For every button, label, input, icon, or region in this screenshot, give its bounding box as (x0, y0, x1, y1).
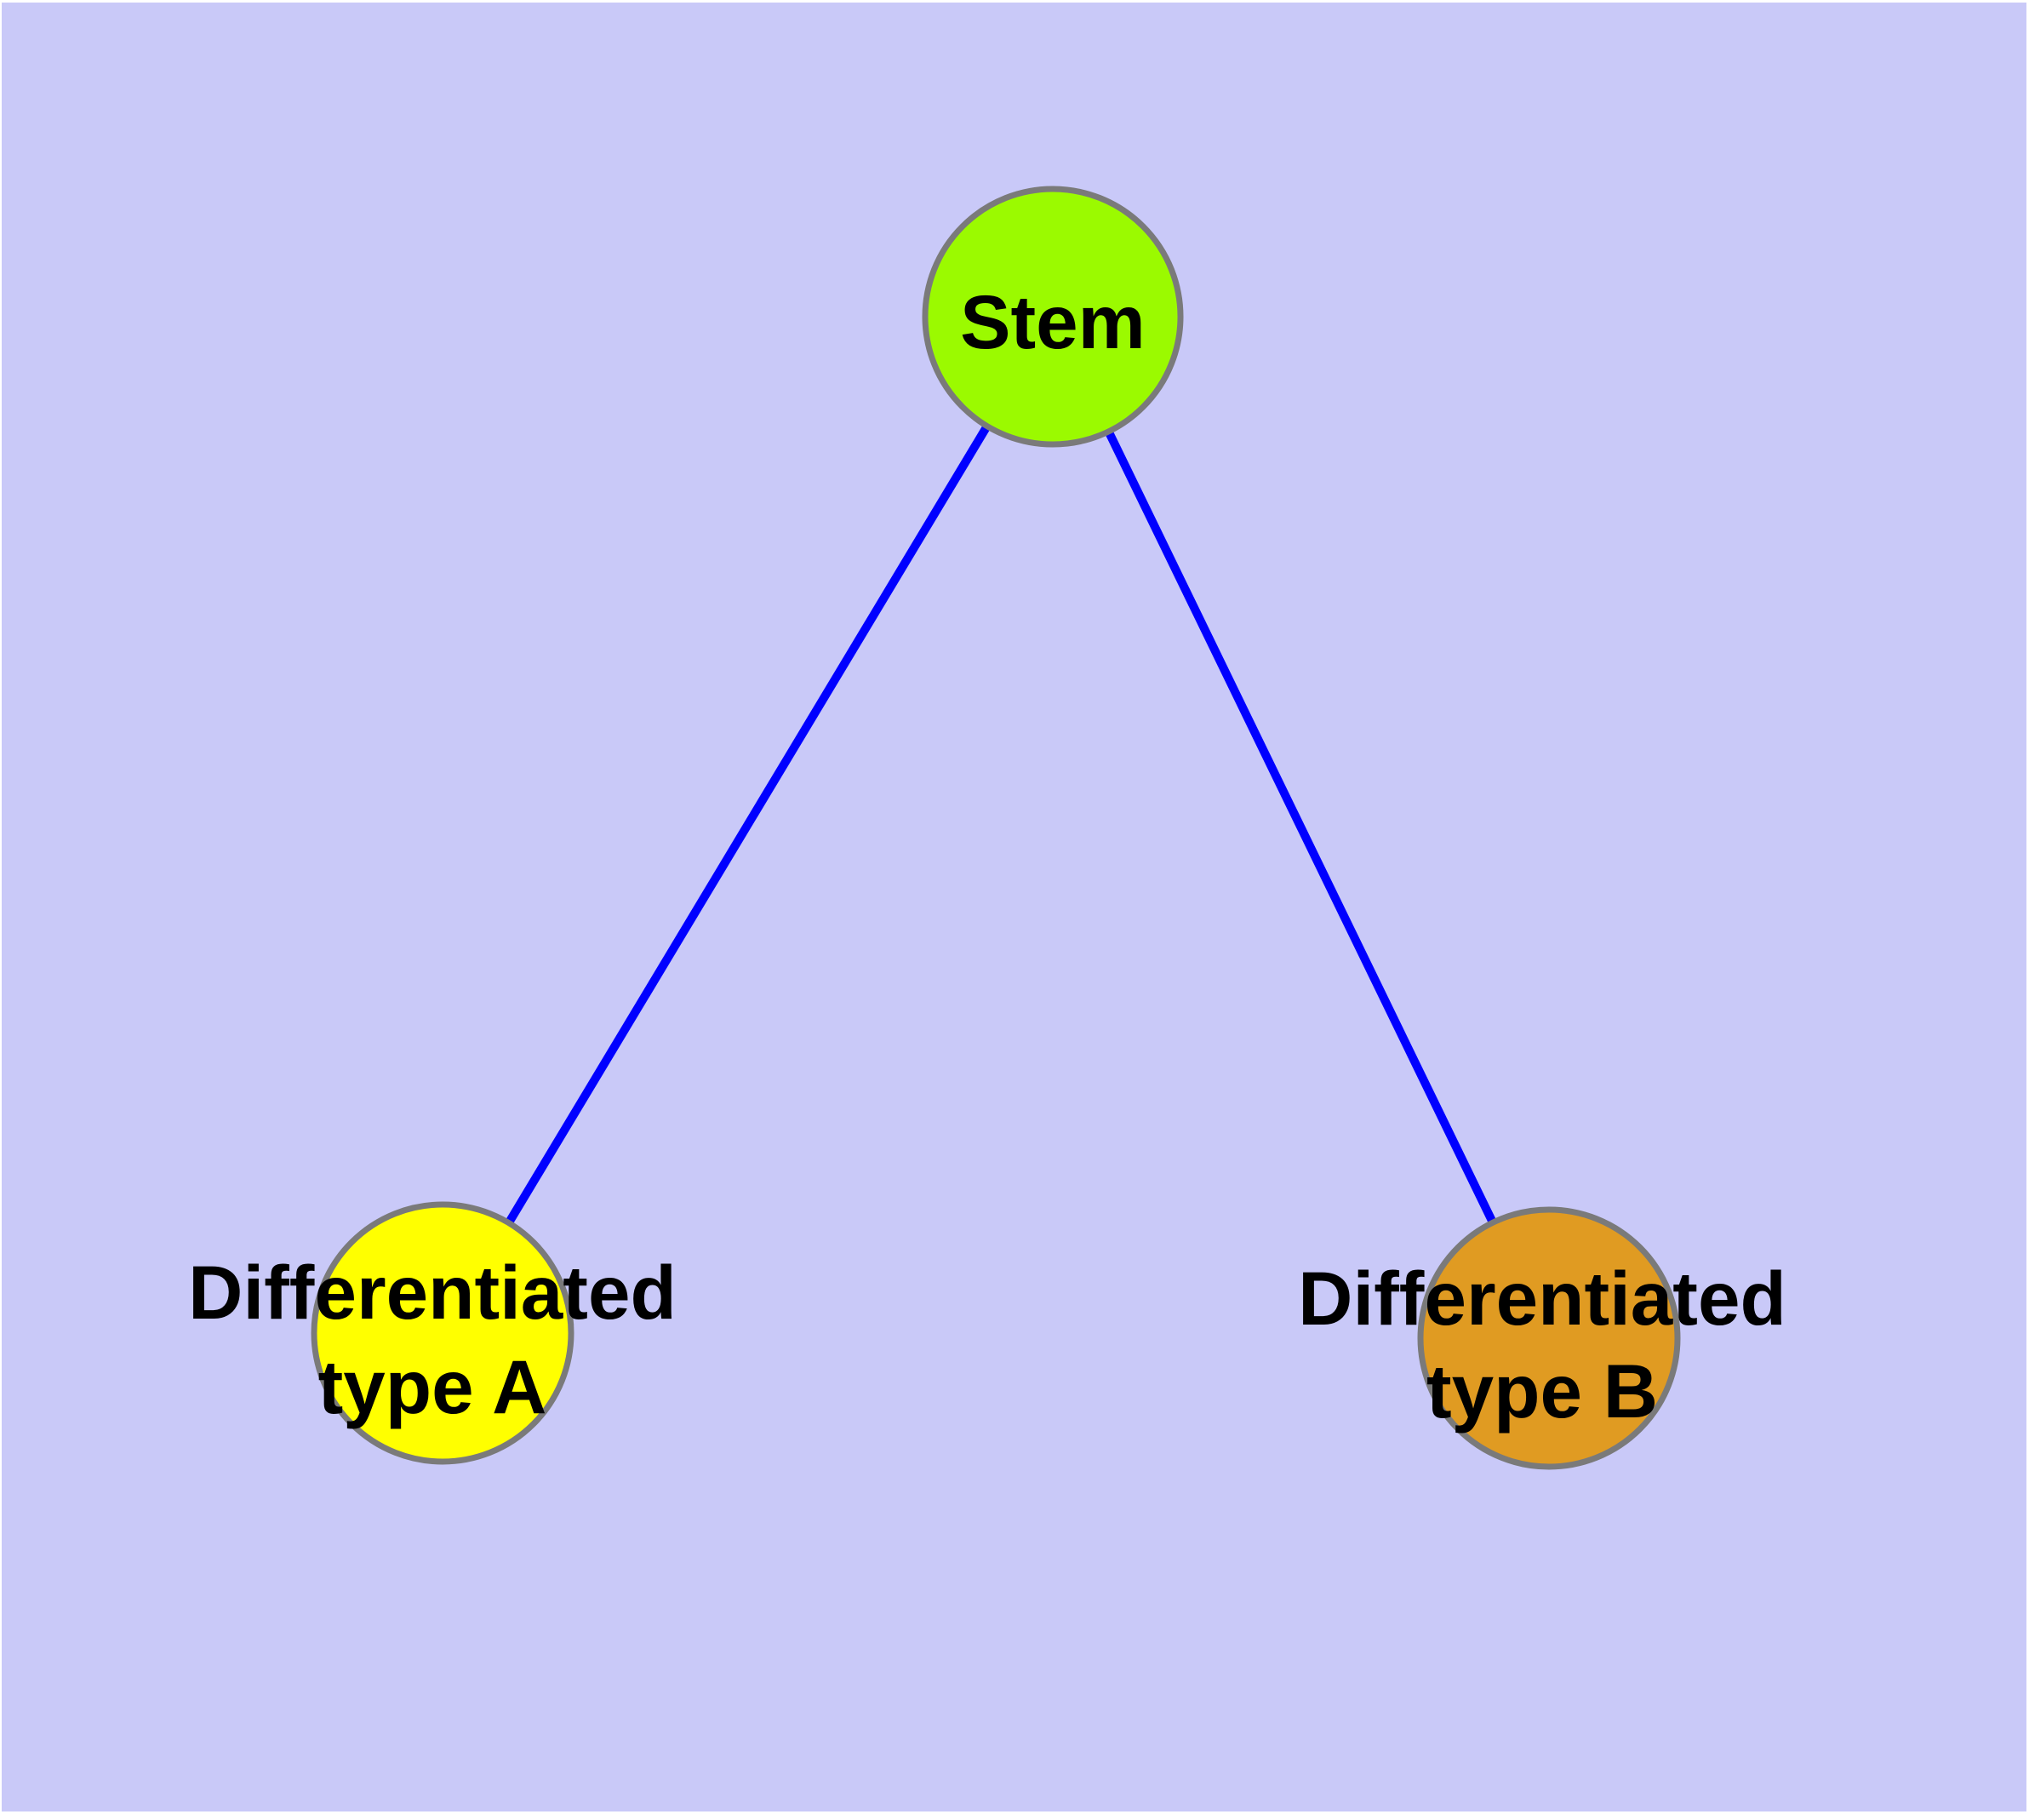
edge-stem-to-type-b (1049, 314, 1553, 1341)
node-differentiated-type-b-circle (1417, 1206, 1681, 1470)
node-differentiated-type-a-label-line1: Differentiated (188, 1250, 677, 1335)
node-stem-circle (922, 186, 1184, 448)
edge-stem-to-type-a (438, 314, 1057, 1336)
edge-layer (438, 314, 1553, 1341)
node-layer (311, 186, 1681, 1470)
node-differentiated-type-b-label-line2: type B (1426, 1348, 1658, 1434)
node-differentiated-type-a-label-line2: type A (318, 1344, 547, 1429)
label-layer: Stem Differentiated type A Differentiate… (188, 279, 1786, 1434)
node-stem-label: Stem (960, 279, 1146, 364)
node-differentiated-type-a-circle (311, 1201, 574, 1465)
node-differentiated-type-b-label-line1: Differentiated (1298, 1256, 1786, 1341)
